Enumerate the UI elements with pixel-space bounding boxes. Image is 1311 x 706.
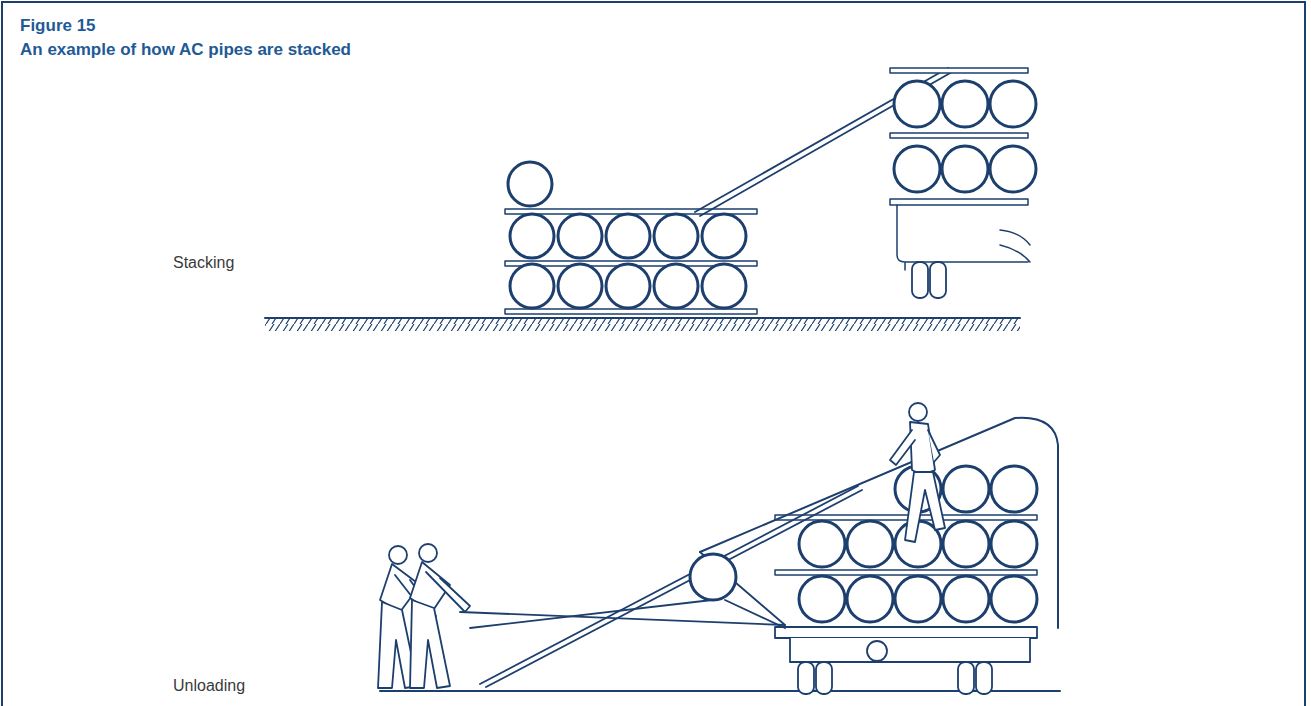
truck: [890, 68, 1036, 298]
pipe: [690, 554, 736, 600]
ramp-plank: [695, 68, 952, 216]
rope: [470, 552, 785, 628]
scene-label: Unloading: [173, 677, 245, 695]
truck: [775, 466, 1037, 694]
rope: [460, 612, 785, 625]
ground-hatch: [265, 319, 1020, 331]
worker-figure: [890, 403, 945, 542]
worker-figure: [378, 544, 470, 688]
ground-line: [265, 317, 1020, 319]
scene-label: Stacking: [173, 254, 234, 272]
rope: [700, 418, 1058, 628]
figure-title: Figure 15: [20, 16, 96, 36]
figure-caption: An example of how AC pipes are stacked: [20, 40, 351, 60]
pipe-stack: [505, 162, 757, 314]
ramp-plank: [480, 486, 862, 687]
